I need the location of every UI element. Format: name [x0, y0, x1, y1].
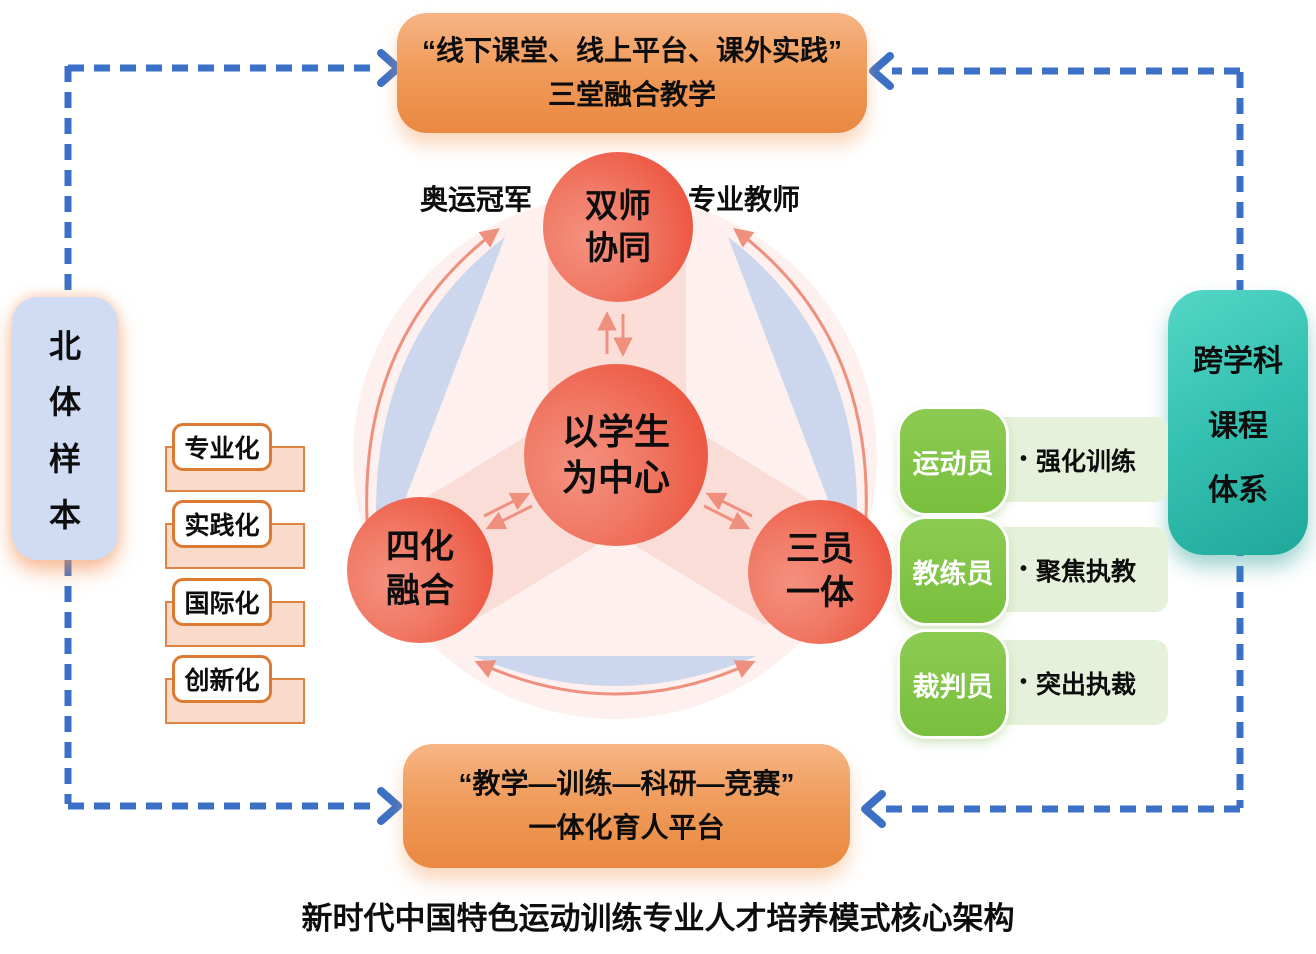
circle-four-modernizations-line2: 融合 [386, 572, 454, 610]
label-olympic-champion: 奥运冠军 [420, 184, 533, 215]
left-pill-bsu-sample: 北 体 样 本 [12, 297, 118, 560]
bullet: • [1020, 448, 1028, 470]
circle-three-roles-line2: 一体 [786, 574, 854, 612]
right-pill-line: 跨学科 [1193, 345, 1283, 379]
tag-internationalization: 国际化 [163, 578, 309, 650]
role-chip: 运动员 [900, 409, 1006, 513]
tag-label: 专业化 [172, 423, 272, 471]
top-banner-three-classrooms: “线下课堂、线上平台、课外实践” 三堂融合教学 [397, 13, 867, 133]
left-pill-char: 本 [48, 496, 81, 533]
bullet: • [1020, 558, 1028, 580]
role-chip: 教练员 [900, 519, 1006, 623]
connector-arrowheads [377, 49, 894, 828]
cycle-arrows [358, 228, 875, 696]
hub-exchange-arrows [483, 311, 753, 530]
left-pill-char: 样 [48, 440, 81, 477]
diagram-title: 新时代中国特色运动训练专业人才培养模式核心架构 [301, 901, 1015, 936]
role-row-coach: • 聚焦执教 教练员 [900, 519, 1170, 623]
circle-three-roles: 三员 一体 [748, 500, 892, 644]
left-pill-char: 体 [48, 384, 81, 421]
label-professional-teacher: 专业教师 [688, 184, 801, 215]
bottom-banner-line1: “教学—训练—科研—竞赛” [458, 768, 795, 800]
right-pill-line: 体系 [1208, 473, 1268, 507]
right-pill-interdisciplinary-curriculum: 跨学科 课程 体系 [1168, 290, 1308, 555]
circle-student-centered: 以学生 为中心 [524, 364, 708, 546]
right-pill-line: 课程 [1208, 409, 1268, 443]
tag-label: 国际化 [172, 578, 272, 626]
left-pill-char: 北 [48, 328, 81, 365]
circle-student-centered-line2: 为中心 [561, 457, 670, 498]
role-desc: 聚焦执教 [1036, 557, 1137, 586]
circle-dual-teacher: 双师 协同 [543, 152, 693, 302]
tag-innovation: 创新化 [163, 655, 309, 727]
circle-four-modernizations: 四化 融合 [347, 497, 493, 643]
circle-three-roles-line1: 三员 [786, 530, 854, 569]
circle-dual-teacher-line1: 双师 [585, 186, 651, 224]
tag-label: 实践化 [172, 500, 272, 548]
top-banner-line1: “线下课堂、线上平台、课外实践” [421, 35, 842, 67]
circle-dual-teacher-line2: 协同 [585, 229, 651, 266]
role-row-athlete: • 强化训练 运动员 [900, 409, 1170, 513]
role-row-referee: • 突出执裁 裁判员 [900, 632, 1170, 736]
role-desc: 强化训练 [1036, 447, 1137, 476]
bullet: • [1020, 671, 1028, 693]
tag-label: 创新化 [172, 655, 272, 703]
tag-practicalization: 实践化 [163, 500, 309, 572]
role-desc: 突出执裁 [1036, 670, 1137, 699]
circle-student-centered-line1: 以学生 [561, 410, 670, 452]
role-chip: 裁判员 [900, 632, 1006, 736]
top-banner-line2: 三堂融合教学 [547, 79, 716, 110]
tag-professionalization: 专业化 [163, 423, 309, 495]
bottom-banner-line2: 一体化育人平台 [528, 812, 725, 843]
circle-four-modernizations-line1: 四化 [386, 528, 454, 567]
bottom-banner-integrated-platform: “教学—训练—科研—竞赛” 一体化育人平台 [403, 744, 850, 868]
